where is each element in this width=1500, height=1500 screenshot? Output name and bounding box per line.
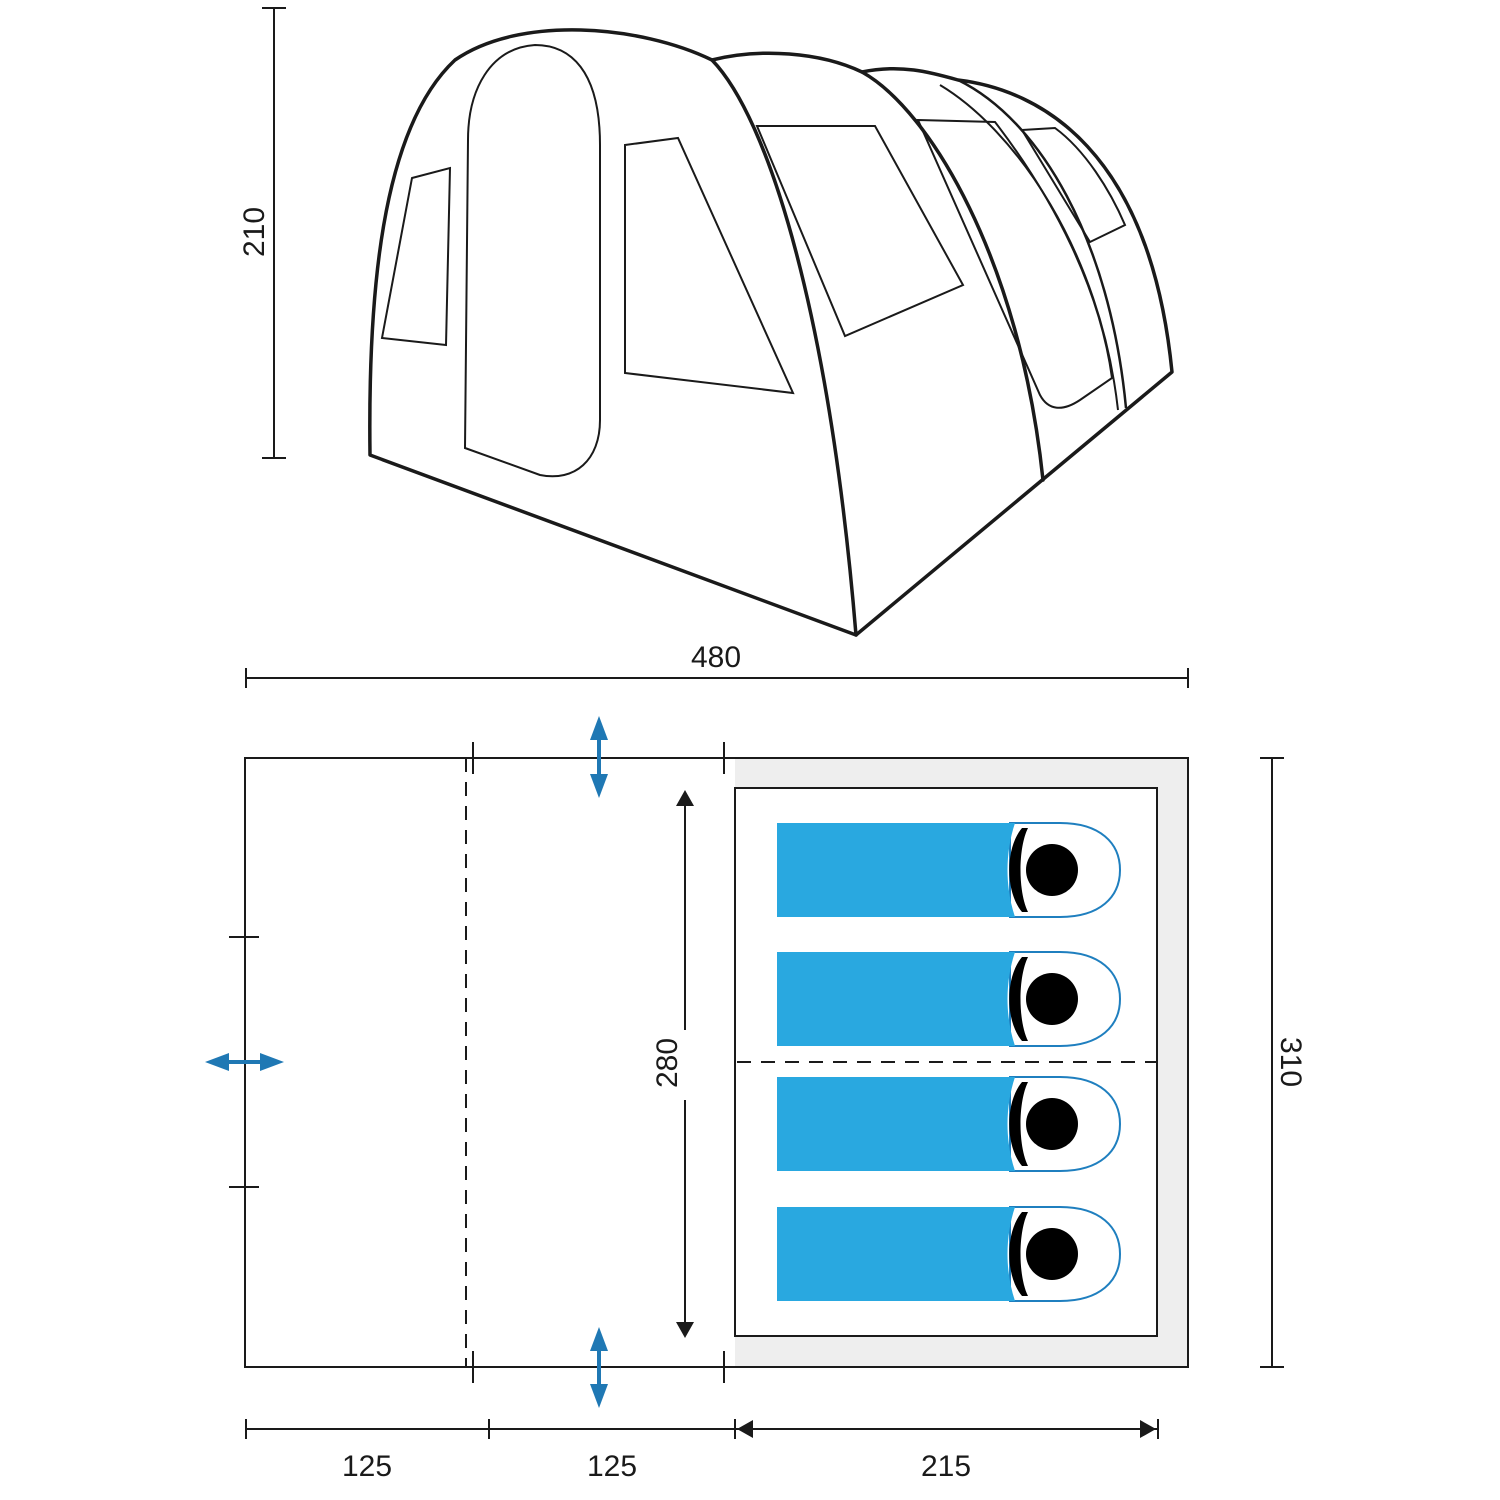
tent-door xyxy=(463,43,601,478)
sleeping-bag-body xyxy=(777,823,1015,917)
tent-window-side-3 xyxy=(916,118,1114,409)
sleeping-bag-body xyxy=(777,1207,1015,1301)
tent-window-side-1 xyxy=(624,136,795,395)
height-label: 210 xyxy=(238,207,271,257)
sleeping-bag-body xyxy=(777,1077,1015,1171)
sleeping-bag-1 xyxy=(777,822,1122,918)
height-dimension: 210 xyxy=(238,7,286,459)
sleeping-bag-body xyxy=(777,952,1015,1046)
tent-arch-middle xyxy=(860,70,1045,482)
sleeping-bag-4 xyxy=(777,1206,1122,1302)
sleeping-bag-3 xyxy=(777,1076,1122,1172)
inner-width-dimension: 280 xyxy=(650,790,694,1338)
sleeping-bag-2 xyxy=(777,951,1122,1047)
section-2-label: 125 xyxy=(587,1450,637,1483)
section-3-label: 215 xyxy=(921,1450,971,1483)
person-head-icon xyxy=(1026,844,1078,896)
outer-width-dimension: 310 xyxy=(1260,757,1307,1368)
length-label: 480 xyxy=(691,641,741,674)
sleeping-bag-collar xyxy=(1009,1082,1028,1166)
entrance-arrows xyxy=(205,716,608,1408)
tent-outline xyxy=(368,28,1174,637)
sleeping-bag-collar xyxy=(1009,1212,1028,1296)
tent-arch-back xyxy=(957,78,1128,409)
person-head-icon xyxy=(1026,1098,1078,1150)
top-entrance-arrow-icon xyxy=(590,716,608,798)
section-1-label: 125 xyxy=(342,1450,392,1483)
bottom-entrance-arrow-icon xyxy=(590,1327,608,1408)
sleeping-bag-collar xyxy=(1009,828,1028,912)
tent-perspective-view xyxy=(368,28,1174,637)
tent-window-side-4 xyxy=(1020,126,1127,244)
tent-arch-front xyxy=(710,58,858,637)
side-entrance-arrow-icon xyxy=(205,1053,284,1071)
person-head-icon xyxy=(1026,1228,1078,1280)
inner-width-label: 280 xyxy=(651,1038,684,1088)
outer-width-label: 310 xyxy=(1274,1037,1307,1087)
floor-plan xyxy=(229,742,1189,1383)
tent-window-front-left xyxy=(380,166,452,347)
person-head-icon xyxy=(1026,973,1078,1025)
tent-window-side-2 xyxy=(755,125,965,338)
sleeping-bag-collar xyxy=(1009,957,1028,1041)
length-dimension: 480 xyxy=(245,641,1189,688)
section-dimensions: 125 125 215 xyxy=(245,1419,1159,1483)
